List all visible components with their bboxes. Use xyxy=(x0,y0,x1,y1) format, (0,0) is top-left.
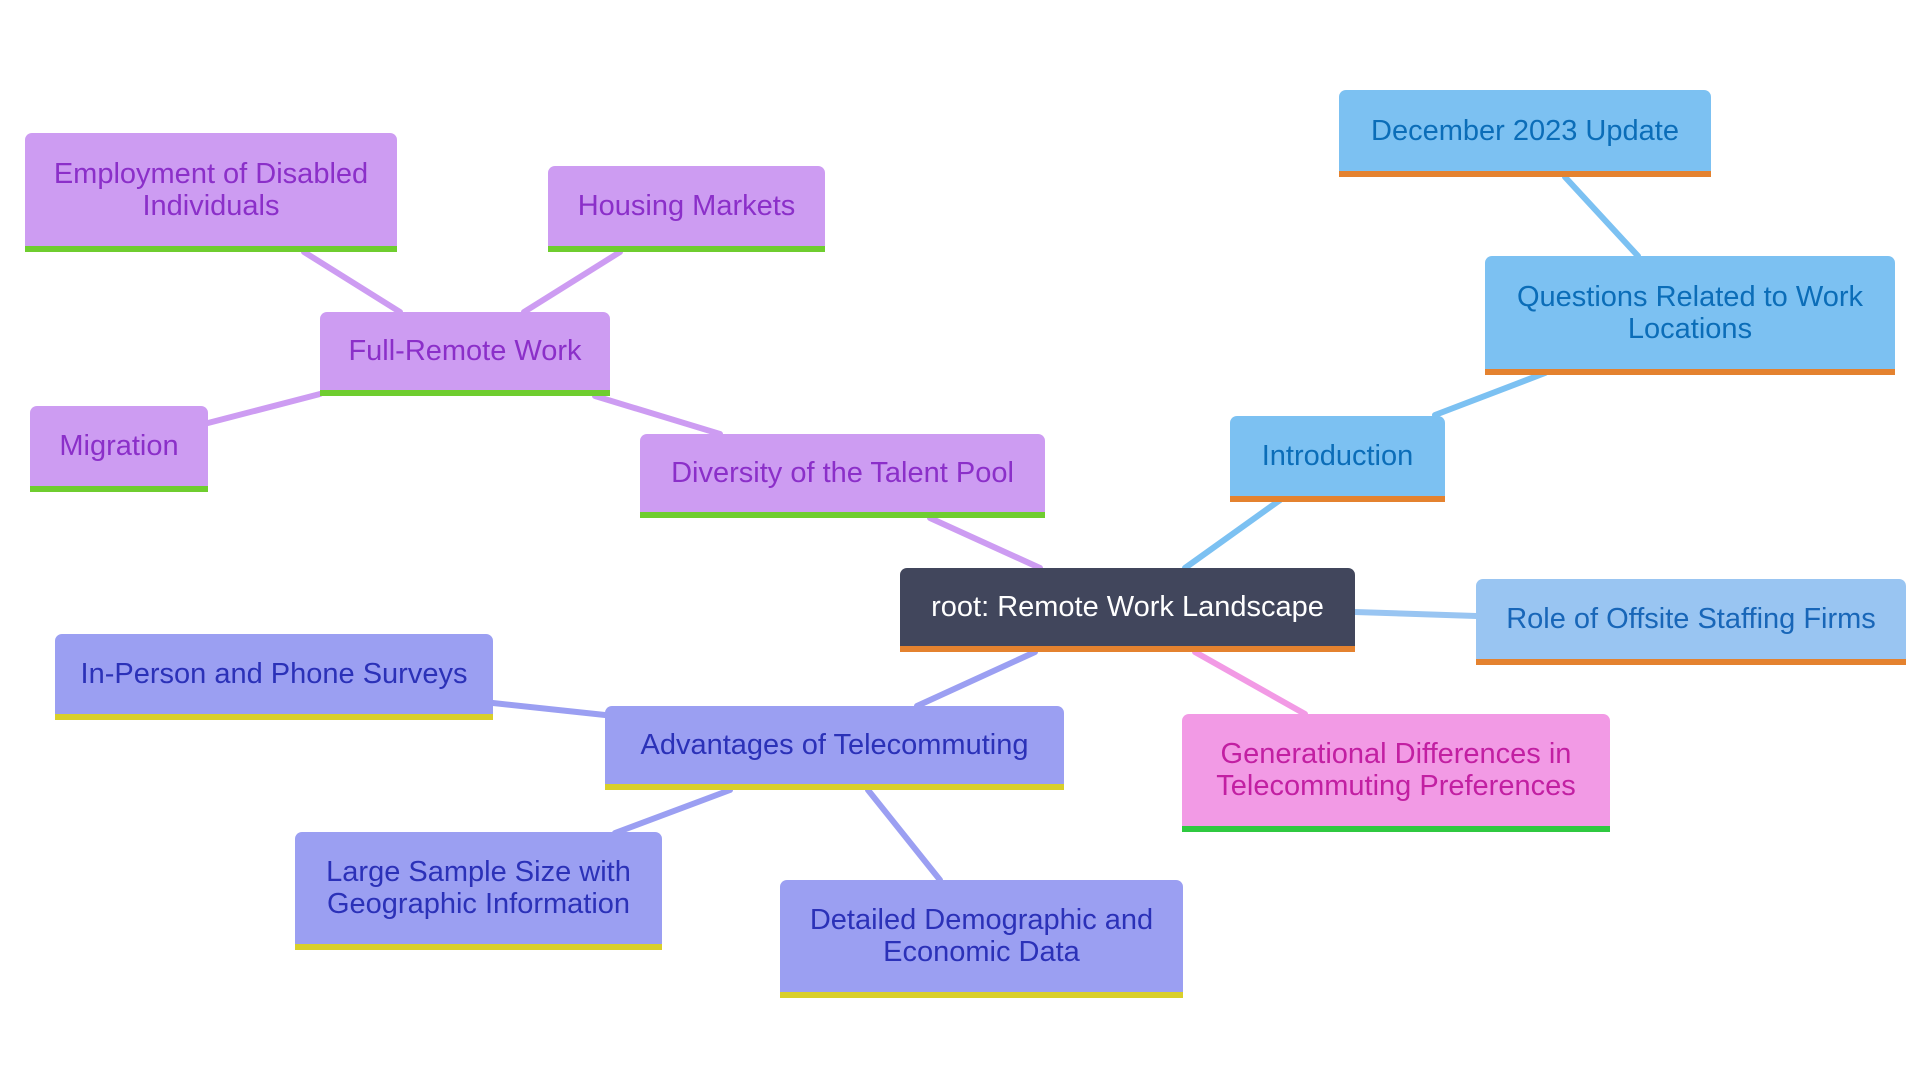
link-root-diversity xyxy=(927,515,1043,571)
node-detailed-demographic-economic-data[interactable]: Detailed Demographic and Economic Data xyxy=(780,880,1183,998)
link-root-introduction xyxy=(1182,497,1283,571)
node-diversity-of-talent-pool[interactable]: Diversity of the Talent Pool xyxy=(640,434,1045,518)
node-questions-related-to-work-locations[interactable]: Questions Related to Work Locations xyxy=(1485,256,1895,375)
node-introduction[interactable]: Introduction xyxy=(1230,416,1445,502)
node-generational-differences[interactable]: Generational Differences in Telecommutin… xyxy=(1182,714,1610,832)
link-fullremote-housing xyxy=(521,249,623,315)
link-questions-december xyxy=(1562,174,1641,259)
link-advantages-surveys xyxy=(490,700,608,718)
node-december-2023-update[interactable]: December 2023 Update xyxy=(1339,90,1711,177)
link-root-offsite xyxy=(1352,609,1479,619)
node-migration[interactable]: Migration xyxy=(30,406,208,492)
root-node[interactable]: root: Remote Work Landscape xyxy=(900,568,1355,652)
link-introduction-questions xyxy=(1432,370,1548,418)
node-employment-of-disabled-individuals[interactable]: Employment of Disabled Individuals xyxy=(25,133,397,252)
node-large-sample-size[interactable]: Large Sample Size with Geographic Inform… xyxy=(295,832,662,950)
node-role-of-offsite-staffing-firms[interactable]: Role of Offsite Staffing Firms xyxy=(1476,579,1906,665)
node-full-remote-work[interactable]: Full-Remote Work xyxy=(320,312,610,396)
node-in-person-and-phone-surveys[interactable]: In-Person and Phone Surveys xyxy=(55,634,493,720)
node-housing-markets[interactable]: Housing Markets xyxy=(548,166,825,252)
link-root-generational xyxy=(1192,649,1308,717)
link-fullremote-employment xyxy=(301,249,403,315)
node-advantages-of-telecommuting[interactable]: Advantages of Telecommuting xyxy=(605,706,1064,790)
link-diversity-fullremote xyxy=(592,393,723,437)
link-fullremote-migration xyxy=(205,391,323,426)
link-advantages-samplesize xyxy=(612,787,733,836)
link-advantages-demographic xyxy=(865,787,943,883)
link-root-advantages xyxy=(914,649,1038,709)
